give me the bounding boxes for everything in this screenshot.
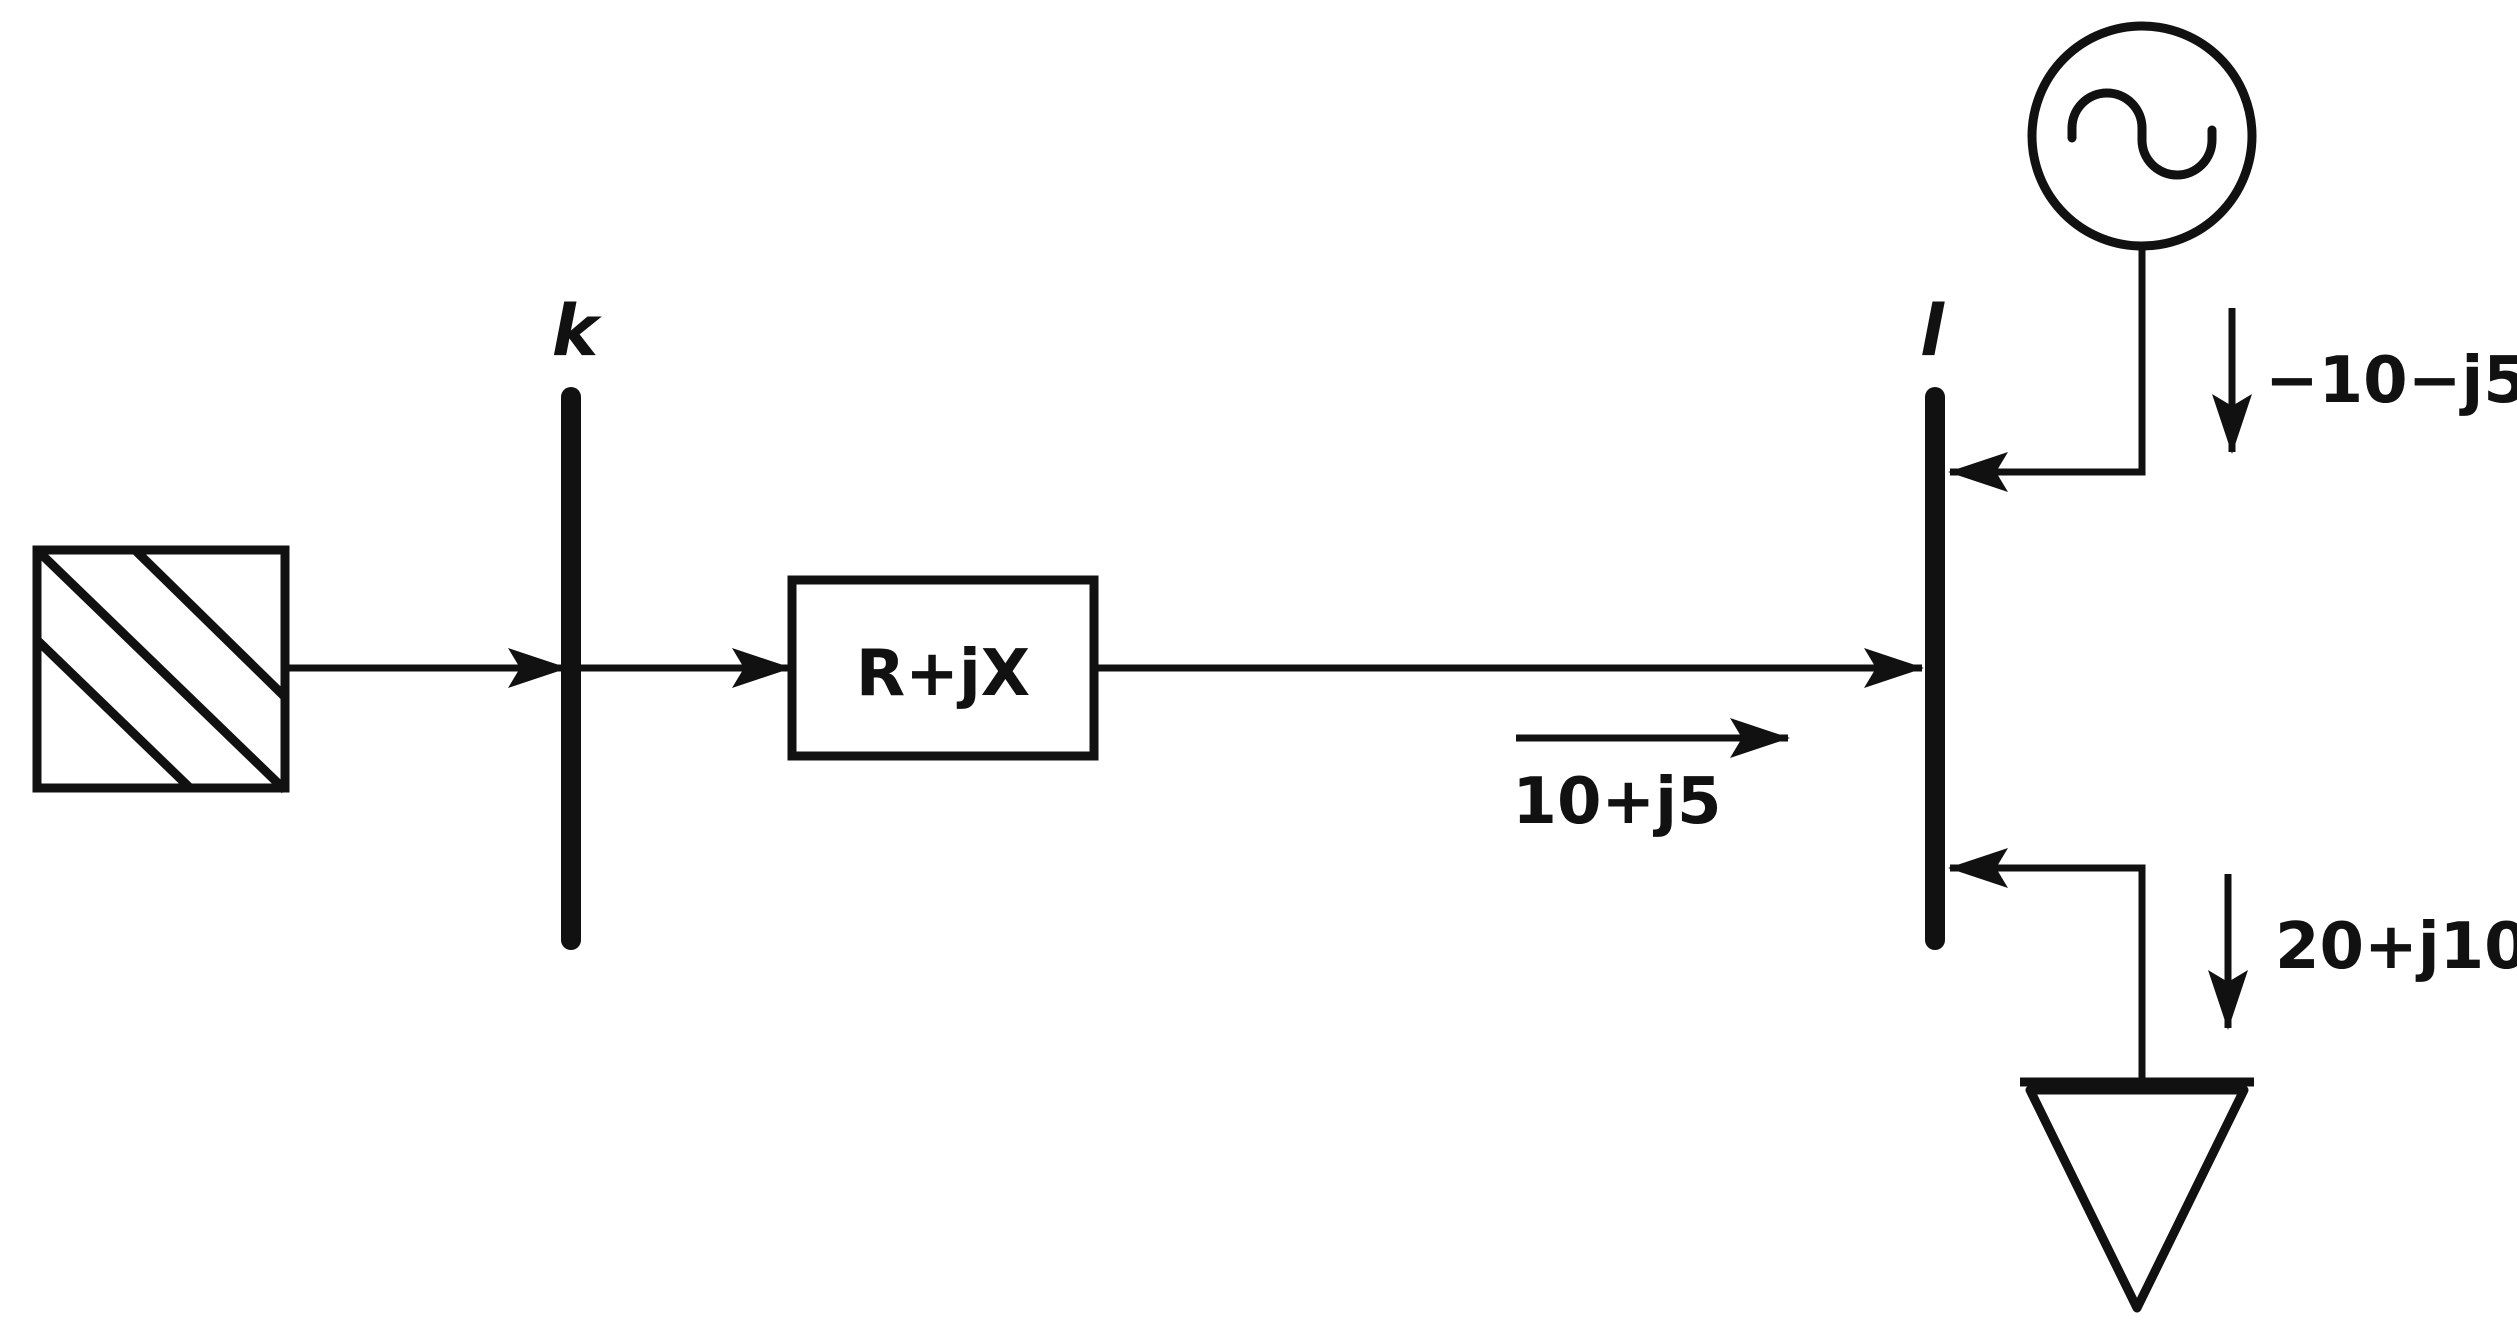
generator-flow-label: −10−j5 xyxy=(2265,344,2517,418)
line-impedance-box xyxy=(787,575,1099,761)
line-impedance-label: R+jX xyxy=(856,637,1030,711)
load-connection xyxy=(1948,848,2146,1078)
load-flow-label: 20+j10 xyxy=(2275,910,2517,984)
ac-source-icon xyxy=(2027,21,2257,251)
hatched-box-icon xyxy=(32,545,290,794)
line-flow-label: 10+j5 xyxy=(1512,765,1721,839)
generator-connection xyxy=(1948,246,2146,492)
load-triangle-icon xyxy=(2020,1077,2254,1313)
bus-k-label: k xyxy=(552,290,603,372)
bus-l-label: l xyxy=(1920,290,1945,372)
